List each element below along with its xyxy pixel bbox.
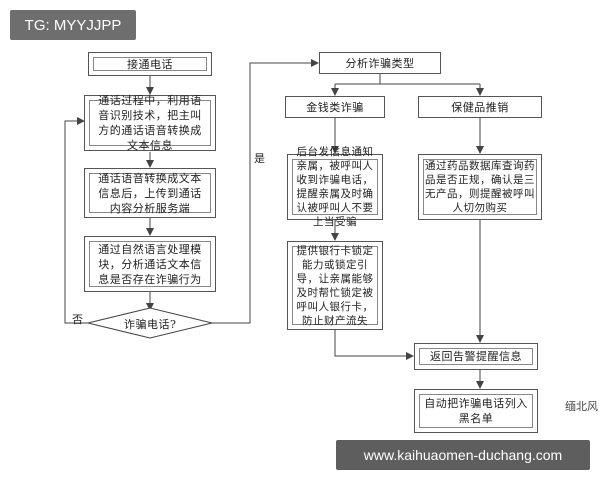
node-analyze-type: 分析诈骗类型	[319, 52, 441, 74]
edge-label-no: 否	[72, 313, 83, 326]
telegram-badge: TG: MYYJJPP	[10, 10, 136, 40]
node-speech-recognition: 通话过程中，利用语音识别技术，把主叫方的通话语音转换成文本信息	[84, 94, 216, 152]
source-watermark: 缅北风	[565, 401, 598, 413]
node-alert-info: 返回告警提醒信息	[414, 343, 538, 370]
decision-label: 诈骗电话?	[124, 318, 177, 331]
decision-diamond	[87, 307, 213, 339]
node-money-fraud: 金钱类诈骗	[285, 96, 385, 118]
node-blacklist: 自动把诈骗电话列入黑名单	[414, 389, 538, 433]
node-upload-text: 通话语音转换成文本信息后，上传到通话内容分析服务端	[84, 168, 216, 218]
node-notify-relatives: 后台发信息通知亲属，被呼叫人收到诈骗电话，提醒亲属及时确认被呼叫人不要上当受骗	[287, 146, 383, 228]
node-bank-lock: 提供银行卡锁定能力或锁定引导，让亲属能够及时帮忙锁定被呼叫人银行卡，防止财产流失	[287, 241, 383, 330]
node-health-product: 保健品推销	[418, 96, 542, 118]
edge-label-yes: 是	[254, 152, 265, 165]
node-connect-call: 接通电话	[88, 52, 212, 76]
url-banner: www.kaihuaomen-duchang.com	[336, 440, 590, 470]
node-drug-check: 通过药品数据库查询药品是否正规，确认是三无产品，则提醒被呼叫人切勿购买	[418, 154, 542, 220]
node-nlp-analysis: 通过自然语言处理模块，分析通话文本信息是否存在诈骗行为	[84, 236, 216, 292]
